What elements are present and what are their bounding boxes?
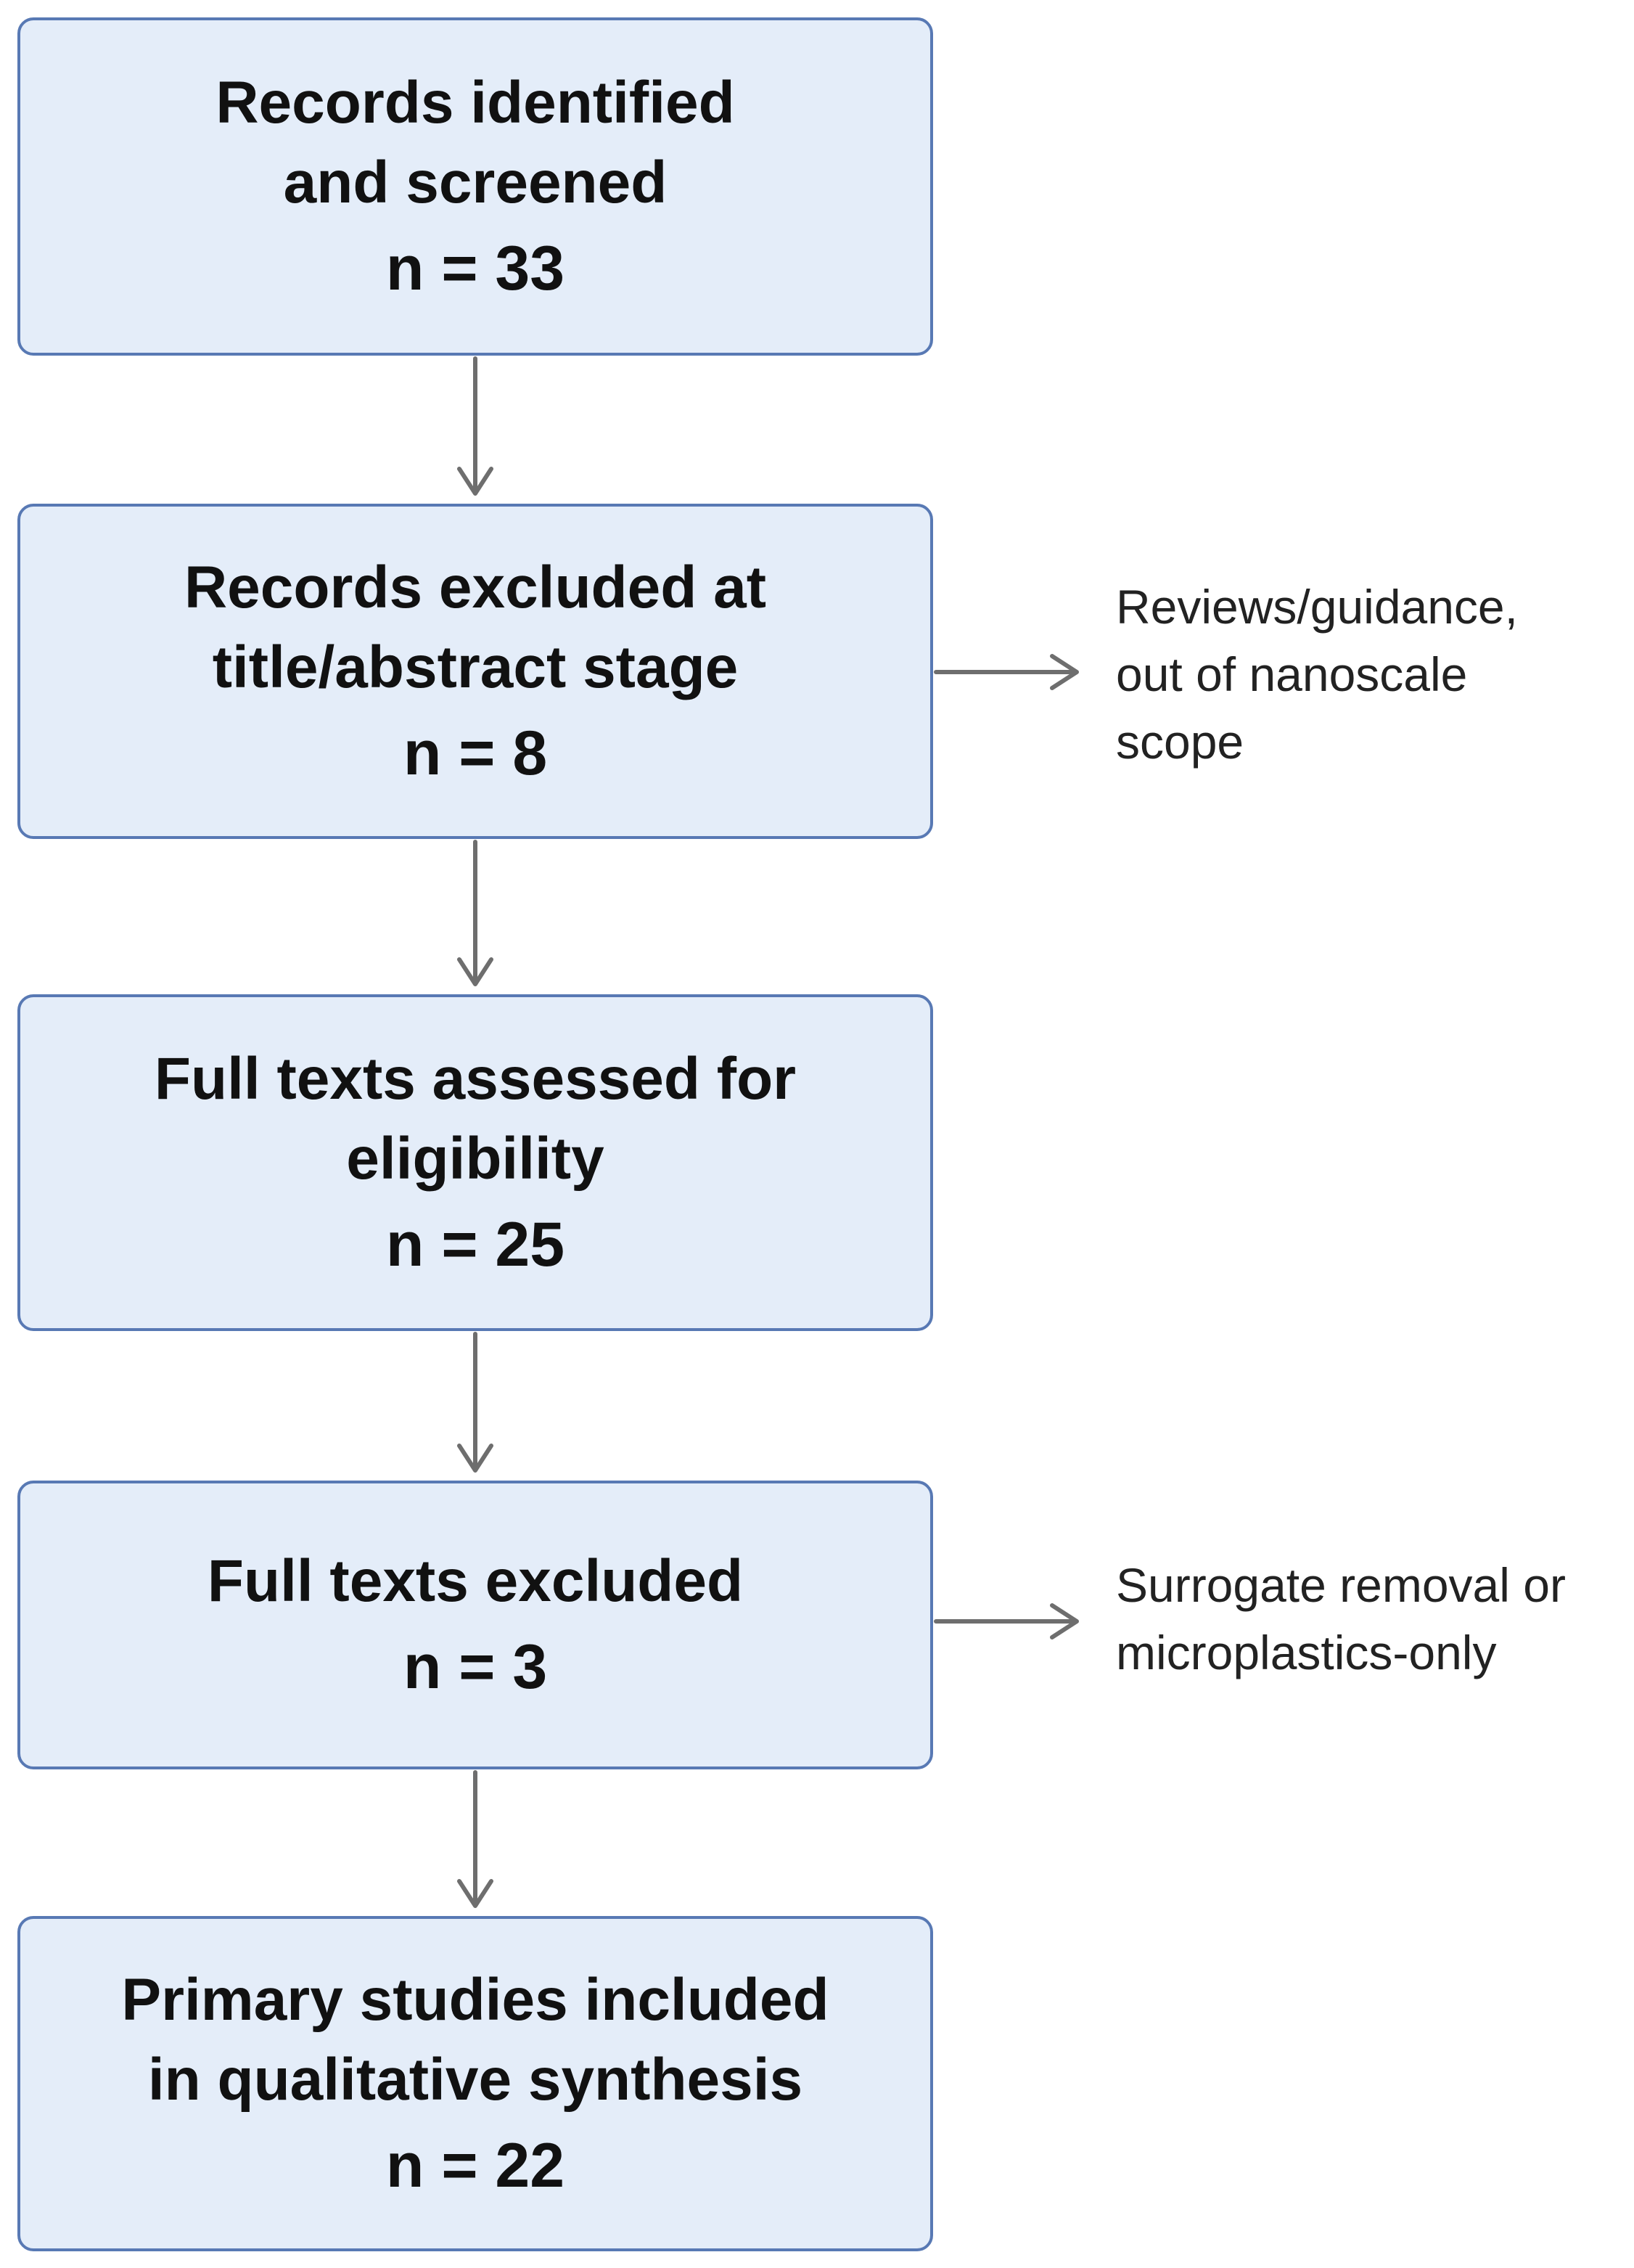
arrow-stage-2-to-side-note xyxy=(934,654,1079,690)
stage-box-records-excluded: Records excluded at title/abstract stage… xyxy=(17,504,933,839)
stage-title-line: Records excluded at xyxy=(184,554,767,621)
exclusion-reason-line: Surrogate removal or xyxy=(1116,1558,1566,1612)
stage-title: Records excluded at title/abstract stage xyxy=(155,548,795,708)
stage-box-records-identified: Records identified and screened n = 33 xyxy=(17,17,933,356)
exclusion-reason-note: Surrogate removal or microplastics-only xyxy=(1116,1552,1624,1687)
exclusion-reason-note: Reviews/guidance, out of nanoscale scope xyxy=(1116,573,1624,776)
stage-title-line: Records identified xyxy=(215,70,735,136)
stage-title-line: eligibility xyxy=(346,1126,604,1192)
stage-count: n = 22 xyxy=(385,2131,565,2201)
stage-title-line: and screened xyxy=(283,150,668,216)
stage-box-full-texts-assessed: Full texts assessed for eligibility n = … xyxy=(17,994,933,1331)
stage-title-line: Full texts assessed for xyxy=(154,1046,797,1112)
stage-title-line: Full texts excluded xyxy=(207,1548,744,1614)
stage-title-line: in qualitative synthesis xyxy=(147,2047,803,2113)
arrow-stage-4-to-5 xyxy=(457,1770,493,1908)
exclusion-reason-line: microplastics-only xyxy=(1116,1626,1497,1679)
arrow-stage-1-to-2 xyxy=(457,356,493,496)
exclusion-reason-line: scope xyxy=(1116,715,1244,769)
stage-box-full-texts-excluded: Full texts excluded n = 3 xyxy=(17,1481,933,1769)
stage-title: Records identified and screened xyxy=(186,63,763,223)
stage-count: n = 8 xyxy=(403,719,548,788)
stage-title-line: Primary studies included xyxy=(121,1967,829,2033)
stage-box-primary-studies-included: Primary studies included in qualitative … xyxy=(17,1916,933,2251)
exclusion-reason-line: Reviews/guidance, xyxy=(1116,580,1518,634)
exclusion-reason-line: out of nanoscale xyxy=(1116,647,1468,701)
arrow-stage-4-to-side-note xyxy=(934,1603,1079,1639)
arrow-stage-2-to-3 xyxy=(457,840,493,986)
stage-count: n = 33 xyxy=(385,234,565,303)
stage-title: Full texts excluded xyxy=(178,1542,772,1621)
stage-title-line: title/abstract stage xyxy=(212,634,739,700)
stage-title: Primary studies included in qualitative … xyxy=(92,1960,858,2120)
stage-count: n = 25 xyxy=(385,1210,565,1280)
stage-count: n = 3 xyxy=(403,1632,548,1702)
stage-title: Full texts assessed for eligibility xyxy=(126,1039,825,1199)
arrow-stage-3-to-4 xyxy=(457,1332,493,1473)
